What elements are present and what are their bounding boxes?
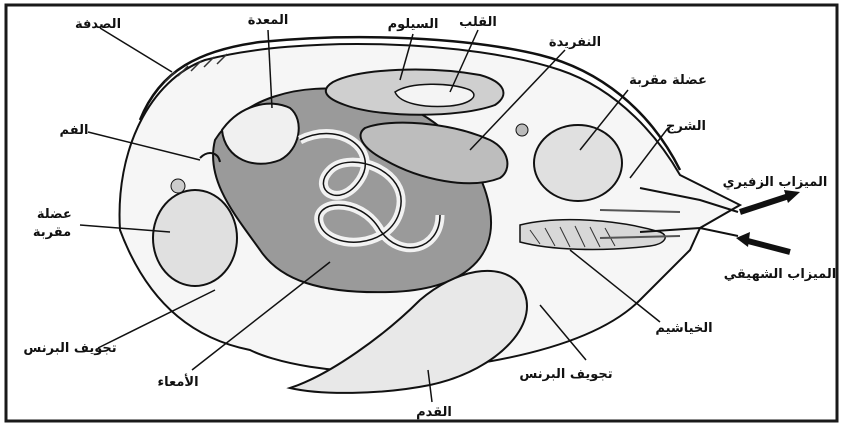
label-rectum: الشرج — [666, 119, 706, 134]
left-adductor-muscle — [153, 190, 237, 286]
label-coelom: السيلوم — [388, 17, 439, 32]
label-exhalant-siphon: الميزاب الزفيري — [723, 175, 828, 190]
label-heart: القلب — [459, 15, 497, 30]
right-adductor-muscle — [534, 125, 622, 201]
inhalant-arrowhead — [736, 232, 750, 247]
label-kidney: النفريدة — [549, 35, 601, 50]
label-mouth: الفم — [60, 123, 89, 138]
label-gills: الخياشيم — [655, 321, 712, 336]
inhalant-arrow — [744, 240, 790, 252]
exhalant-arrowhead — [784, 190, 800, 203]
label-intestine: الأمعاء — [157, 373, 198, 390]
label-shell: الصدفة — [75, 17, 121, 32]
label-adductor-left: عضلة مقربة — [32, 207, 71, 240]
mouth-palp — [171, 179, 185, 193]
label-mantle-cavity-left: تجويف البرنس — [23, 341, 116, 356]
rectum-opening — [516, 124, 528, 136]
exhalant-arrow — [740, 195, 792, 212]
label-mantle-cavity-bottom: تجويف البرنس — [519, 367, 612, 382]
label-adductor-right: عضلة مقربة — [629, 73, 707, 88]
label-inhalant-siphon: الميزاب الشهيقي — [724, 267, 836, 282]
label-stomach: المعدة — [248, 13, 289, 28]
label-foot: القدم — [416, 405, 452, 420]
